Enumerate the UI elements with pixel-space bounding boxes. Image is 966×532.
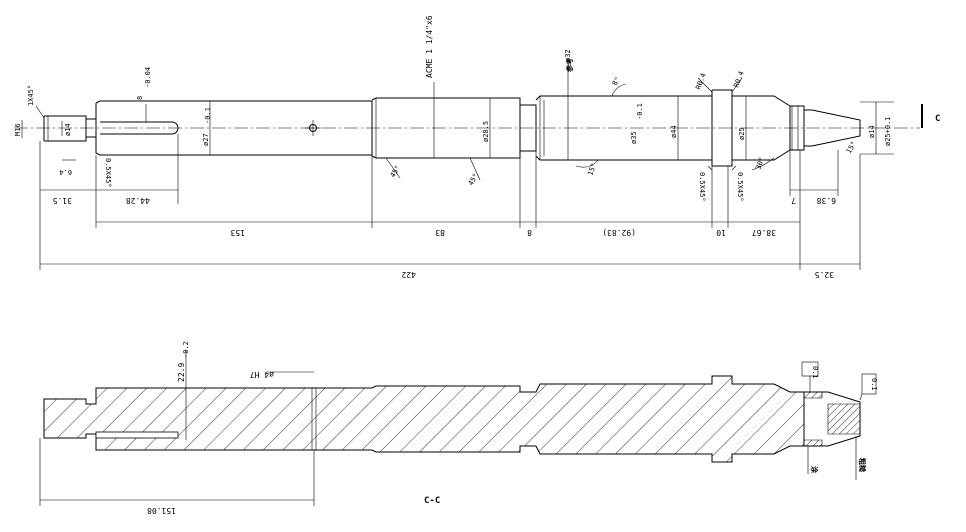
gdt-value-1: 0.1	[811, 366, 819, 379]
tip-grind-zone	[827, 403, 861, 435]
shaft-side-view: C 1X45° M16 ø14 6.4 0.5X45° 8 -0.04 ø27 …	[14, 15, 940, 279]
section-body	[43, 375, 805, 463]
keyway-slot-section	[95, 431, 179, 439]
chamfer-label-2: 0.5X45°	[698, 172, 706, 202]
end-diameter-label-a: ø14	[868, 125, 876, 138]
slot-depth-tolerance: -0.2	[182, 341, 190, 358]
length-label: 151.08	[147, 506, 176, 515]
hole-label: ø4 H7	[250, 370, 274, 379]
neck-diameter-label: ø25	[738, 127, 746, 140]
tip-coating-top	[803, 391, 823, 399]
journal-tolerance: -0.1	[204, 107, 212, 124]
gdt-value-2: 0.1	[870, 378, 878, 391]
acme-thread-label: ACME 1 1/4"x6	[425, 15, 434, 78]
slot-width-tolerance: -0.04	[144, 67, 152, 88]
journal-diameter-label: ø27	[202, 133, 210, 146]
slot-width-label: 8	[136, 96, 144, 100]
root-diameter-label: ø28.5	[482, 121, 490, 142]
dim-153: 153	[230, 228, 245, 237]
radius-label-b: R0.4	[732, 70, 745, 89]
dim-38-67: 38.67	[752, 228, 776, 237]
chamfer-label-3: 0.5X45°	[736, 172, 744, 202]
slot-depth-label: 22.9	[177, 363, 186, 382]
thread-chamfer-label: 1X45°	[27, 85, 35, 106]
angle-8-label: 8°	[611, 76, 622, 87]
dim-422: 422	[401, 270, 416, 279]
angle-30-label: 30°	[754, 156, 766, 171]
bore-diameter-label: ø32	[564, 49, 572, 62]
dimension-lines	[39, 134, 861, 270]
tip-diameter-label: ø14	[64, 123, 72, 136]
dim-83: 83	[435, 228, 445, 237]
section-title: C-C	[424, 496, 440, 506]
dim-8: 8	[527, 228, 532, 237]
dim-10: 10	[716, 228, 726, 237]
dim-6-38: 6.38	[817, 196, 836, 205]
collar-diameter-label: ø44	[670, 125, 678, 138]
dim-7: 7	[791, 196, 796, 205]
angle-15-label: 15°	[586, 162, 598, 177]
thread-label: M16	[14, 123, 22, 136]
dim-92-83: (92.83)	[602, 228, 636, 237]
section-view: 22.9 -0.2 ø4 H7 151.08 0.1 0.1 涂 粗糙 C-C	[39, 341, 878, 515]
dim-31-5: 31.5	[53, 196, 72, 205]
note-coating: 涂	[810, 466, 819, 473]
chamfer-label-1: 0.5X45°	[104, 158, 112, 188]
angle-45-label-b: 45°	[467, 172, 480, 187]
keyway-slot	[100, 121, 179, 135]
dim-32-5: 32.5	[815, 270, 834, 279]
dim-44-28: 44.28	[126, 196, 150, 205]
angle-45-label-a: 45°	[389, 164, 402, 179]
gdt-box-2	[861, 373, 877, 395]
shaft-tolerance: -0.1	[636, 103, 644, 120]
section-mark: C	[935, 114, 940, 124]
angle-15-label-b: 15°	[845, 140, 858, 155]
bore-note: 参考	[565, 58, 574, 72]
shaft-diameter-label: ø35	[630, 131, 638, 144]
groove-width-label: 6.4	[59, 168, 72, 176]
tip-coating-bottom	[803, 439, 823, 447]
end-diameter-label-b: ø25+0.1	[884, 116, 892, 146]
note-roughness: 粗糙	[858, 458, 867, 472]
